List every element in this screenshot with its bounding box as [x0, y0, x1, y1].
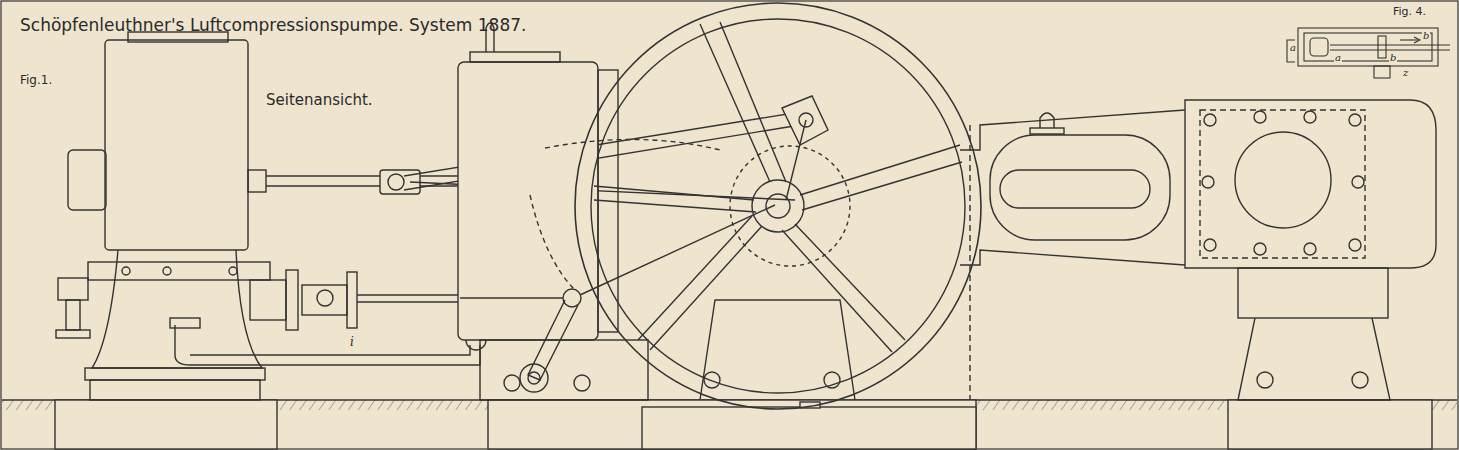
drawing-title: Schöpfenleuthner's Luftcompressionspumpe… [20, 16, 526, 35]
part-letter: i [350, 336, 354, 349]
figure-number: Fig.1. [20, 74, 52, 87]
part-letter: a [1289, 42, 1297, 53]
figure-number: Fig. 4. [1393, 6, 1426, 18]
view-name: Seitenansicht. [266, 92, 373, 109]
part-letter: b [1389, 52, 1397, 63]
part-letter: z [1402, 67, 1409, 78]
part-letter: a [1334, 52, 1342, 63]
part-letter: b [1422, 30, 1430, 41]
